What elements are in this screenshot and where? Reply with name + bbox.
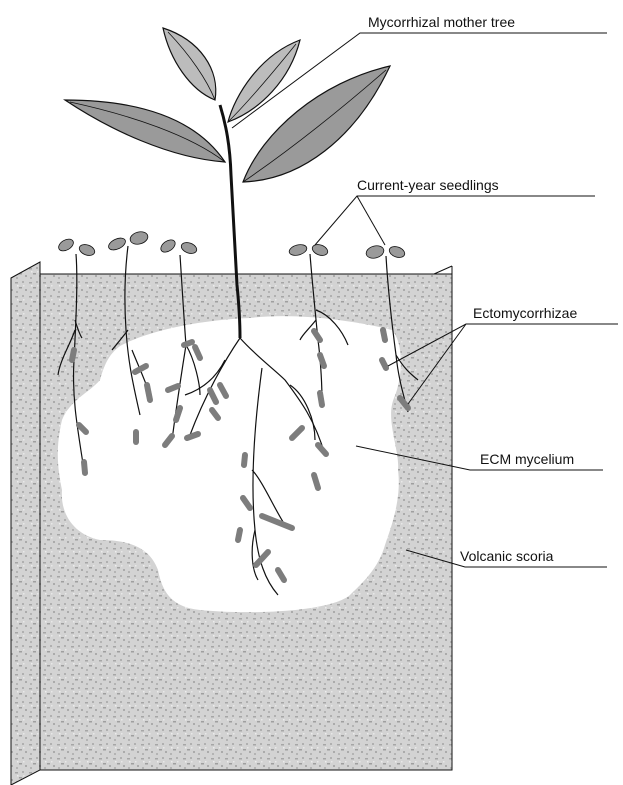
leader-seedlings [315,196,595,245]
label-mother-tree: Mycorrhizal mother tree [368,14,515,30]
soil-top-edge [434,266,452,274]
leader-seedlings-2 [357,196,385,245]
tree-leaf-left [65,100,225,162]
tree-leaf-top-left [163,28,216,100]
label-scoria: Volcanic scoria [460,548,554,564]
label-seedlings: Current-year seedlings [357,177,499,193]
soil-side-panel [11,262,40,785]
label-ectomycorrhizae: Ectomycorrhizae [473,305,577,321]
label-mycelium: ECM mycelium [480,451,574,467]
